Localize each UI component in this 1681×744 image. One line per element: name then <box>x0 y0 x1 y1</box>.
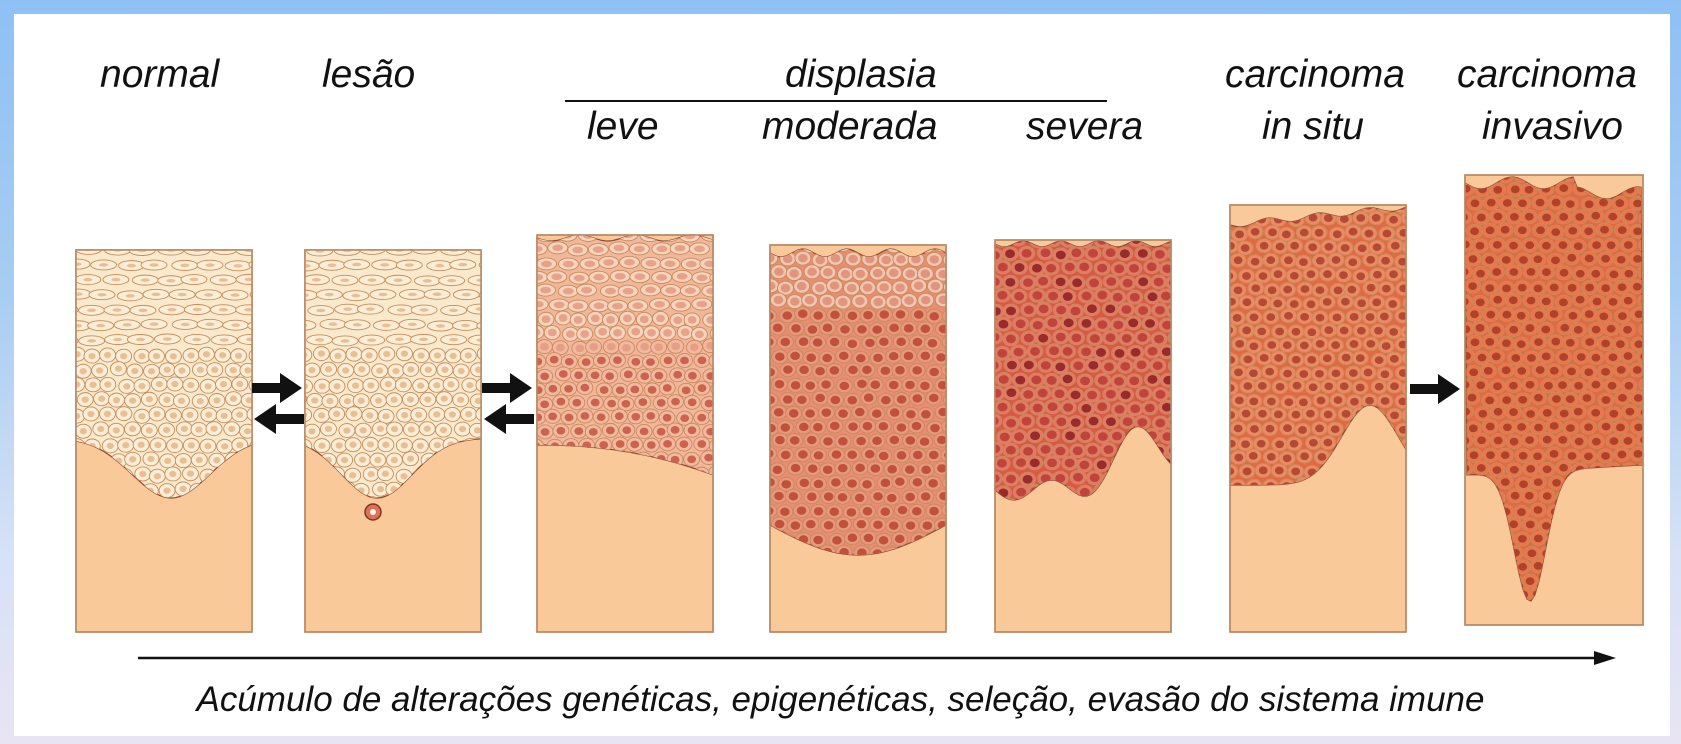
label-leve: leve <box>587 107 659 146</box>
label-carcinoma-in-situ-line1: carcinoma <box>1225 55 1405 94</box>
left-arrow-icon <box>254 404 304 434</box>
panel-moderada <box>770 245 946 632</box>
label-lesao: lesão <box>322 55 415 94</box>
bidirectional-arrow-1 <box>252 370 306 447</box>
label-normal: normal <box>100 55 219 94</box>
right-arrow-icon <box>1410 374 1460 404</box>
progression-arrow <box>138 648 1618 673</box>
label-carcinoma-invasivo-line1: carcinoma <box>1457 55 1637 94</box>
progression-caption: Acúmulo de alterações genéticas, epigené… <box>0 680 1681 720</box>
label-moderada: moderada <box>762 107 938 146</box>
bidirectional-arrow-2 <box>482 370 536 447</box>
label-displasia: displasia <box>785 55 937 94</box>
panel-carcinoma-invasivo <box>1465 175 1643 625</box>
label-carcinoma-in-situ-line2: in situ <box>1262 107 1364 146</box>
panel-severa <box>995 240 1171 632</box>
left-arrow-icon <box>484 404 534 434</box>
displasia-bracket-line <box>565 100 1107 102</box>
label-severa: severa <box>1026 107 1143 146</box>
label-carcinoma-invasivo-line2: invasivo <box>1482 107 1623 146</box>
forward-arrow <box>1410 371 1464 412</box>
right-arrow-icon <box>482 373 532 403</box>
panel-normal <box>76 250 252 632</box>
panel-leve <box>537 235 713 632</box>
panel-lesao <box>305 250 481 632</box>
right-arrow-icon <box>252 373 302 403</box>
panel-carcinoma-in-situ <box>1230 205 1406 632</box>
